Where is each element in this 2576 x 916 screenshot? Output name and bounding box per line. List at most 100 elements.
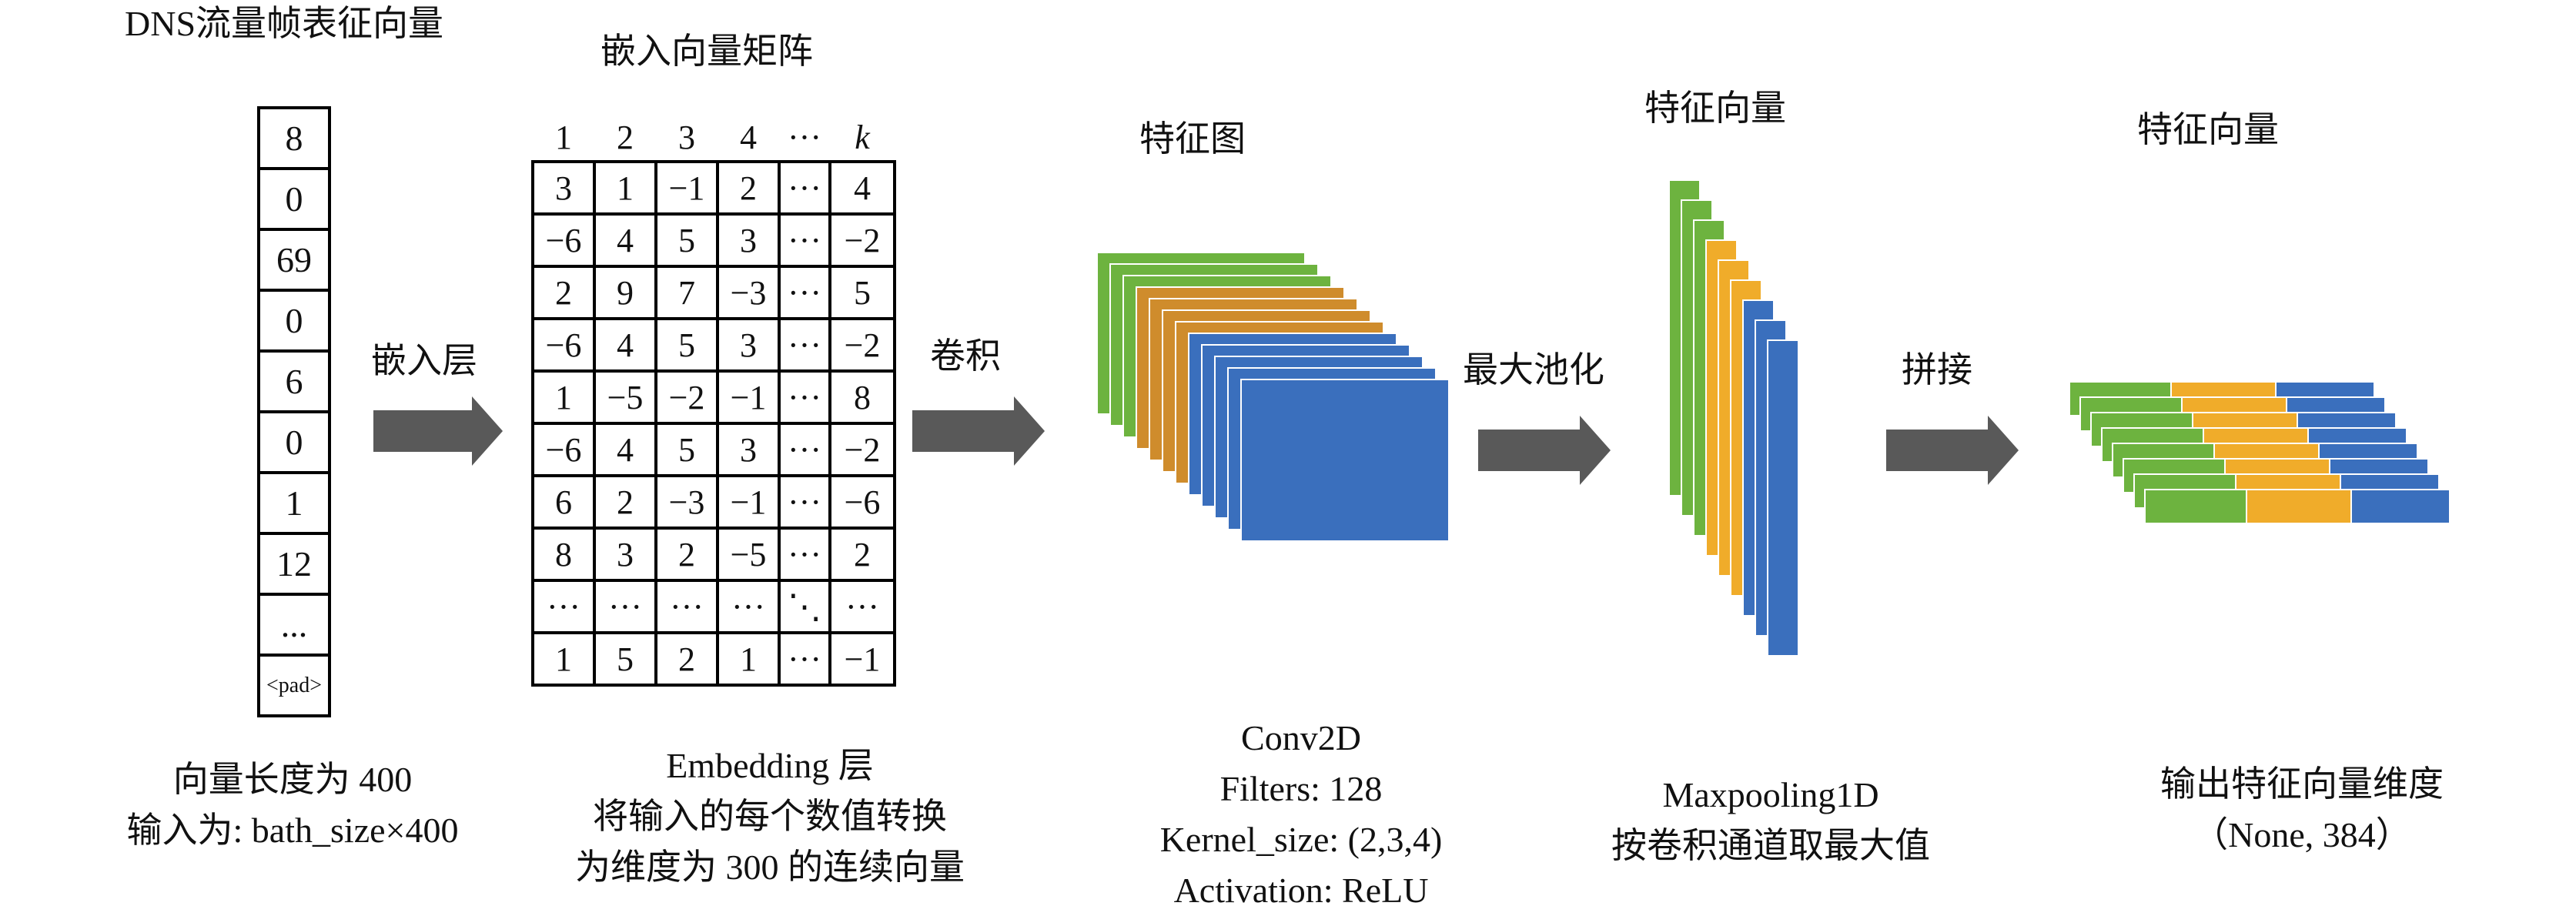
matrix-cell: −5: [716, 527, 781, 582]
matrix-cell: ···: [778, 631, 831, 687]
matrix-cell: 8: [828, 369, 896, 425]
matrix-cell: ···: [778, 369, 831, 425]
matrix-cell: −6: [828, 474, 896, 530]
vector-row: <pad>: [257, 654, 331, 717]
matrix-cell: 3: [716, 422, 781, 477]
matrix-cell: ···: [778, 317, 831, 373]
concat-arrow: [1886, 416, 2019, 485]
matrix-cell: 1: [531, 369, 596, 425]
vector-row: 8: [257, 106, 331, 170]
vector-row: 12: [257, 532, 331, 596]
matrix-cell: 5: [654, 422, 719, 477]
vector-cell: ...: [257, 593, 331, 657]
matrix-column-header: 2: [617, 118, 634, 156]
pool-arrow-label: 最大池化: [1463, 350, 1604, 389]
matrix-column-header: 3: [678, 118, 695, 156]
output-vector-title: 特征向量: [2137, 110, 2279, 149]
pooled-vector-caption-line: 按卷积通道取最大值: [1611, 826, 1930, 865]
matrix-cell: −1: [716, 369, 781, 425]
vector-cell: 1: [257, 471, 331, 535]
matrix-cell: 4: [828, 160, 896, 216]
feature-map-caption-line: Activation: ReLU: [1173, 871, 1429, 910]
matrix-cell: ···: [778, 265, 831, 320]
vector-cell: 0: [257, 289, 331, 353]
embedding-matrix-title: 嵌入向量矩阵: [601, 32, 813, 71]
vector-row: 0: [257, 167, 331, 231]
input-vector-title: DNS流量帧表征向量: [125, 4, 444, 43]
matrix-cell: ···: [716, 579, 781, 634]
input-vector-caption: 向量长度为 400 输入为: bath_size×400: [46, 754, 539, 856]
matrix-cell: −3: [654, 474, 719, 530]
vector-row: 6: [257, 349, 331, 413]
matrix-cell: −2: [828, 212, 896, 268]
matrix-cell: ···: [778, 474, 831, 530]
matrix-cell: ···: [828, 579, 896, 634]
matrix-column-header: 4: [740, 118, 757, 156]
output-vector-caption: 输出特征向量维度 （None, 384）: [2063, 759, 2541, 861]
matrix-cell: 5: [654, 317, 719, 373]
pooled-vector-caption-line: Maxpooling1D: [1662, 775, 1879, 814]
pool-arrow: [1478, 416, 1611, 485]
matrix-cell: 4: [593, 317, 657, 373]
matrix-cell: ···: [778, 422, 831, 477]
matrix-cell: ···: [531, 579, 596, 634]
vector-row: 69: [257, 228, 331, 292]
matrix-cell: −6: [531, 212, 596, 268]
feature-map-caption: Conv2D Filters: 128 Kernel_size: (2,3,4)…: [1078, 713, 1524, 916]
matrix-cell: 2: [654, 527, 719, 582]
matrix-column-header: k: [855, 118, 870, 156]
matrix-cell: 5: [828, 265, 896, 320]
feature-map-layer: [1240, 379, 1450, 542]
feature-map-caption-line: Kernel_size: (2,3,4): [1159, 820, 1443, 859]
conv-arrow: [912, 396, 1045, 466]
concat-arrow-label: 拼接: [1902, 350, 1972, 389]
matrix-cell: −1: [654, 160, 719, 216]
matrix-cell: 2: [593, 474, 657, 530]
output-vector-segment: [2350, 489, 2451, 524]
vector-cell: 69: [257, 228, 331, 292]
pooled-vector-title: 特征向量: [1644, 89, 1786, 128]
vector-cell: 0: [257, 410, 331, 474]
vector-cell: <pad>: [257, 654, 331, 717]
matrix-cell: ⋱: [778, 579, 831, 634]
matrix-cell: 3: [716, 212, 781, 268]
matrix-cell: −2: [828, 317, 896, 373]
matrix-row: ············⋱···: [531, 579, 896, 634]
embedding-caption-line: 将输入的每个数值转换: [593, 797, 947, 836]
matrix-cell: 3: [716, 317, 781, 373]
matrix-cell: ···: [778, 212, 831, 268]
vector-cell: 12: [257, 532, 331, 596]
input-vector-caption-line: 输入为: bath_size×400: [126, 811, 459, 850]
output-vector-caption-line: （None, 384）: [2193, 815, 2411, 854]
matrix-cell: 2: [654, 631, 719, 687]
matrix-cell: ···: [654, 579, 719, 634]
matrix-cell: 4: [593, 212, 657, 268]
matrix-cell: 1: [531, 631, 596, 687]
matrix-row: 1−5−2−1···8: [531, 369, 896, 425]
matrix-cell: 6: [531, 474, 596, 530]
matrix-cell: −3: [716, 265, 781, 320]
pooled-vector-bar: [1767, 339, 1799, 657]
matrix-cell: 3: [593, 527, 657, 582]
matrix-cell: ···: [778, 160, 831, 216]
vector-cell: 6: [257, 349, 331, 413]
input-vector-caption-line: 向量长度为 400: [172, 760, 413, 799]
feature-map-caption-line: Conv2D: [1241, 718, 1361, 757]
matrix-cell: 1: [716, 631, 781, 687]
matrix-cell: 8: [531, 527, 596, 582]
vector-cell: 0: [257, 167, 331, 231]
matrix-cell: ···: [593, 579, 657, 634]
matrix-cell: −2: [828, 422, 896, 477]
embedding-matrix-caption: Embedding 层 将输入的每个数值转换 为维度为 300 的连续向量: [493, 740, 1047, 893]
matrix-cell: 7: [654, 265, 719, 320]
